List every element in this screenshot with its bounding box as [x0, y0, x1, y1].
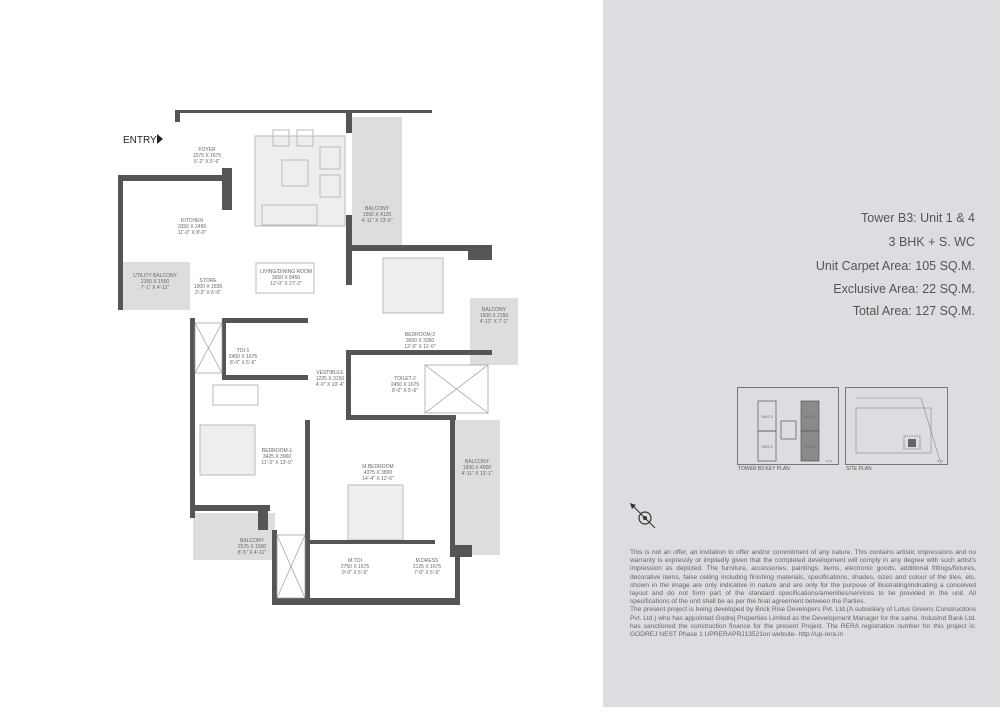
- furniture: [199, 129, 444, 541]
- svg-text:2450 X 1675: 2450 X 1675: [229, 354, 258, 360]
- svg-text:M.TOI: M.TOI: [348, 558, 362, 564]
- svg-text:BALCONY: BALCONY: [365, 206, 390, 212]
- compass-icon: [630, 503, 656, 529]
- svg-text:4'-11" X 13'-1": 4'-11" X 13'-1": [461, 471, 492, 477]
- svg-text:11'-3" X 13'-0": 11'-3" X 13'-0": [261, 460, 292, 466]
- svg-text:UNIT-2: UNIT-2: [761, 445, 772, 449]
- svg-text:M.BEDROOM: M.BEDROOM: [362, 464, 393, 470]
- svg-text:BEDROOM-2: BEDROOM-2: [405, 332, 436, 338]
- total-area: Total Area: 127 SQ.M.: [852, 304, 975, 318]
- svg-text:8'-5" X 4'-11": 8'-5" X 4'-11": [238, 550, 267, 556]
- entry-label: ENTRY: [123, 135, 157, 146]
- tower-unit: Tower B3: Unit 1 & 4: [861, 211, 975, 225]
- svg-text:3650 X 3350: 3650 X 3350: [406, 338, 435, 344]
- svg-text:4'-11" X 13'-6": 4'-11" X 13'-6": [361, 218, 392, 224]
- site-plan: N.T.S: [845, 387, 948, 465]
- svg-text:TOILET-2: TOILET-2: [394, 376, 416, 382]
- entry-marker: ENTRY: [123, 134, 163, 146]
- configuration: 3 BHK + S. WC: [888, 235, 975, 249]
- svg-text:BALCONY: BALCONY: [482, 307, 507, 313]
- svg-text:UNIT-3: UNIT-3: [761, 415, 772, 419]
- info-panel: Tower B3: Unit 1 & 4 3 BHK + S. WC Unit …: [603, 0, 1000, 707]
- svg-text:1225 X 3150: 1225 X 3150: [316, 376, 345, 382]
- svg-text:3350 X 2450: 3350 X 2450: [178, 224, 207, 230]
- svg-text:8'-0" X 5'-6": 8'-0" X 5'-6": [392, 388, 418, 394]
- svg-text:12'-0" X 11'-0": 12'-0" X 11'-0": [404, 344, 435, 350]
- svg-text:N.T.S: N.T.S: [937, 460, 943, 463]
- svg-text:3425 X 3960: 3425 X 3960: [263, 454, 292, 460]
- disclaimer: This is not an offer, an invitation to o…: [630, 549, 976, 639]
- svg-text:STORE: STORE: [199, 278, 217, 284]
- balconies: [122, 117, 518, 560]
- svg-text:2450 X 1675: 2450 X 1675: [391, 382, 420, 388]
- svg-text:KITCHEN: KITCHEN: [181, 218, 203, 224]
- svg-text:2125 X 1675: 2125 X 1675: [413, 564, 442, 570]
- site-plan-label: SITE PLAN: [846, 466, 872, 472]
- entry-arrow-icon: [157, 134, 163, 144]
- svg-text:UNIT-4: UNIT-4: [804, 415, 815, 419]
- svg-text:1500 X 2150: 1500 X 2150: [480, 313, 509, 319]
- exclusive-area: Exclusive Area: 22 SQ.M.: [833, 282, 975, 296]
- svg-text:M.DRESS: M.DRESS: [416, 558, 439, 564]
- svg-text:VESTIBULE: VESTIBULE: [316, 370, 344, 376]
- svg-text:14'-4" X 12'-6": 14'-4" X 12'-6": [362, 476, 394, 482]
- svg-text:2575 X 1500: 2575 X 1500: [238, 544, 267, 550]
- svg-text:7'-0" X 5'-6": 7'-0" X 5'-6": [414, 570, 440, 576]
- svg-text:2150 X 1500: 2150 X 1500: [141, 279, 170, 285]
- svg-text:1575 X 1675: 1575 X 1675: [193, 153, 222, 159]
- key-plan-label: TOWER B3 KEY PLAN: [738, 466, 790, 472]
- svg-text:UTILITY BALCONY: UTILITY BALCONY: [133, 273, 177, 279]
- svg-text:4375 X 3800: 4375 X 3800: [364, 470, 393, 476]
- svg-text:TOI-1: TOI-1: [237, 348, 250, 354]
- svg-text:UNIT-1: UNIT-1: [804, 445, 815, 449]
- svg-text:FOYER: FOYER: [198, 147, 216, 153]
- svg-text:4'-11" X 7'-1": 4'-11" X 7'-1": [480, 319, 509, 325]
- svg-text:11'-0" X 8'-0": 11'-0" X 8'-0": [178, 230, 207, 236]
- disclaimer-paragraph-2: The present project is being developed b…: [630, 606, 976, 639]
- svg-text:BEDROOM-1: BEDROOM-1: [262, 448, 293, 454]
- svg-text:9'-0" X 5'-6": 9'-0" X 5'-6": [342, 570, 368, 576]
- svg-text:8'-0" X 5'-6": 8'-0" X 5'-6": [230, 360, 256, 366]
- disclaimer-paragraph-1: This is not an offer, an invitation to o…: [630, 549, 976, 606]
- svg-text:BALCONY: BALCONY: [240, 538, 265, 544]
- walls: [118, 110, 492, 605]
- shafts: [194, 322, 489, 599]
- svg-text:3650 X 8450: 3650 X 8450: [272, 275, 301, 281]
- svg-text:1500 X 4125: 1500 X 4125: [363, 212, 392, 218]
- svg-text:1000 X 1835: 1000 X 1835: [194, 284, 223, 290]
- svg-text:BALCONY: BALCONY: [465, 459, 490, 465]
- carpet-area: Unit Carpet Area: 105 SQ.M.: [815, 259, 975, 273]
- svg-text:5'-2" X 5'-6": 5'-2" X 5'-6": [194, 159, 220, 165]
- svg-text:LIVING/DINING ROOM: LIVING/DINING ROOM: [260, 269, 312, 275]
- svg-text:12'-0" X 27'-2": 12'-0" X 27'-2": [270, 281, 302, 287]
- svg-text:7'-1" X 4'-11": 7'-1" X 4'-11": [141, 285, 170, 291]
- svg-text:N.T.S: N.T.S: [826, 460, 832, 463]
- svg-text:4'-0" X 10'-4": 4'-0" X 10'-4": [316, 382, 345, 388]
- svg-text:3'-3" X 6'-0": 3'-3" X 6'-0": [195, 290, 221, 296]
- svg-text:2750 X 1675: 2750 X 1675: [341, 564, 370, 570]
- tower-key-plan: UNIT-3 UNIT-4 UNIT-2 UNIT-1 N.T.S: [737, 387, 839, 465]
- svg-text:1500 X 4000: 1500 X 4000: [463, 465, 492, 471]
